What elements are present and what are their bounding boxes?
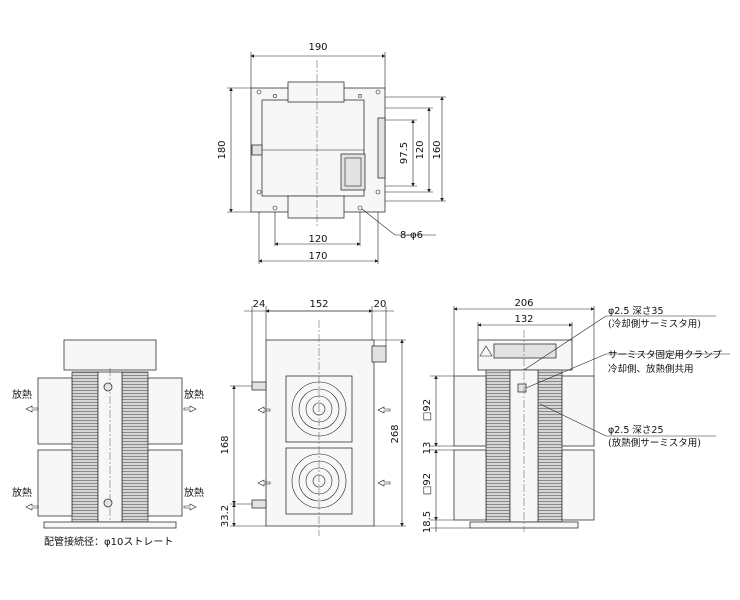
- front-side-block: [371, 345, 387, 363]
- thermistor-clamp: [517, 383, 527, 393]
- heat-flow-arrow-icon: [257, 406, 271, 414]
- heat-flow-arrow-icon: [377, 406, 391, 414]
- right-view: 206 132 □92 13 □92 18.5 φ2.5 深さ35 (冷却側サー…: [422, 298, 730, 533]
- top-view: 190 180 97.5 120 160 120 170 8-φ6: [217, 42, 446, 264]
- dim-right-13: 13: [422, 442, 433, 455]
- pipe-port-lower: [103, 498, 113, 508]
- heat-flow-arrow-icon: [25, 405, 39, 413]
- pipe-port-upper: [103, 382, 113, 392]
- note-clamp-sub: 冷却側、放熱側共用: [608, 363, 694, 375]
- heat-flow-arrow-icon: [25, 503, 39, 511]
- dim-front-33-2: 33.2: [220, 505, 231, 527]
- heat-label-ur: 放熱: [184, 388, 204, 401]
- dim-front-268: 268: [390, 424, 401, 443]
- top-fan-housing-lower: [287, 195, 345, 219]
- dim-top-170: 170: [308, 251, 327, 262]
- top-connector-strip: [377, 117, 386, 179]
- right-fan-ll: [453, 449, 487, 521]
- left-view: 放熱 放熱 放熱 放熱 配管接続径：φ10ストレート: [12, 339, 204, 548]
- heat-flow-arrow-icon: [377, 479, 391, 487]
- right-fin-block-l: [485, 369, 511, 523]
- mount-hole: [256, 189, 262, 195]
- top-fan-housing-upper: [287, 81, 345, 103]
- top-terminal-block: [340, 153, 366, 191]
- front-pipe-upper: [251, 381, 267, 391]
- left-base: [43, 521, 177, 529]
- right-fan-ur: [561, 375, 595, 447]
- left-top-cover: [63, 339, 157, 371]
- pipe-note: 配管接続径：φ10ストレート: [44, 535, 173, 548]
- front-pipe-lower: [251, 499, 267, 509]
- mount-hole: [256, 89, 262, 95]
- note-hot-hole: φ2.5 深さ25: [608, 425, 663, 436]
- holes-note: 8-φ6: [400, 230, 423, 241]
- dim-right-18-5: 18.5: [422, 511, 433, 533]
- heat-label-lr: 放熱: [184, 486, 204, 499]
- fan-ur: [147, 377, 183, 445]
- heat-flow-arrow-icon: [183, 405, 197, 413]
- dim-front-24: 24: [253, 299, 266, 310]
- mount-hole: [375, 89, 381, 95]
- dim-front-20: 20: [374, 299, 387, 310]
- mount-hole: [273, 94, 277, 98]
- top-pipe-stub: [251, 144, 263, 156]
- note-cold-hole-sub: (冷却側サーミスタ用): [608, 318, 701, 330]
- top-terminal-window: [344, 157, 362, 187]
- dim-right-206: 206: [514, 298, 533, 309]
- right-fan-ul: [453, 375, 487, 447]
- mount-hole: [272, 205, 278, 211]
- note-clamp: サーミスタ固定用クランプ: [608, 349, 722, 361]
- dim-top-97-5: 97.5: [399, 142, 410, 164]
- dim-top-height: 180: [217, 140, 228, 159]
- heat-label-ul: 放熱: [12, 388, 32, 401]
- right-fan-lr: [561, 449, 595, 521]
- warning-icon: [479, 345, 493, 357]
- right-fin-block-r: [537, 369, 563, 523]
- mount-hole: [357, 205, 363, 211]
- dim-right-132: 132: [514, 314, 533, 325]
- fan-lr: [147, 449, 183, 517]
- left-fin-block: [71, 371, 99, 523]
- note-hot-hole-sub: (放熱側サーミスタ用): [608, 437, 701, 449]
- dim-right-fin-bottom: □92: [422, 473, 433, 495]
- dim-top-width: 190: [308, 42, 327, 53]
- fan-ul: [37, 377, 73, 445]
- mount-hole: [358, 94, 362, 98]
- dim-front-152: 152: [309, 299, 328, 310]
- dim-top-120-h: 120: [308, 234, 327, 245]
- dim-front-168: 168: [220, 435, 231, 454]
- front-view: 24 152 20 268 168 33.2: [220, 299, 406, 536]
- right-terminal-block: [493, 343, 557, 359]
- note-cold-hole: φ2.5 深さ35: [608, 306, 663, 317]
- mount-hole: [375, 189, 381, 195]
- fan-ll: [37, 449, 73, 517]
- dim-top-160: 160: [432, 140, 443, 159]
- dim-top-120-v: 120: [415, 140, 426, 159]
- heat-label-ll: 放熱: [12, 486, 32, 499]
- dim-right-fin-top: □92: [422, 399, 433, 421]
- right-fin-block: [121, 371, 149, 523]
- heat-flow-arrow-icon: [257, 479, 271, 487]
- heat-flow-arrow-icon: [183, 503, 197, 511]
